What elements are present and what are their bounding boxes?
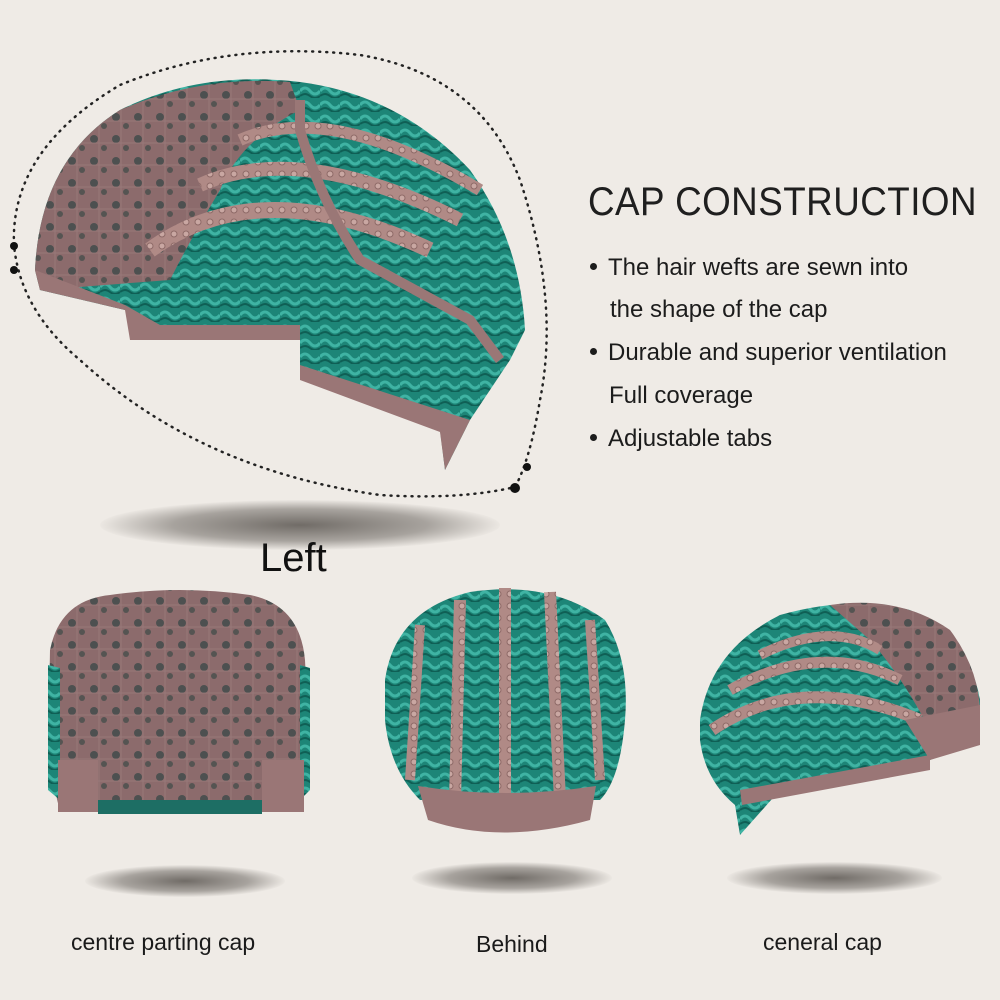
feature-item-3: Adjustable tabs — [590, 424, 772, 454]
feature-text: Durable and superior ventilation — [608, 339, 947, 366]
bullet-icon — [590, 348, 597, 356]
bullet-icon — [590, 434, 597, 442]
caption-behind: Behind — [476, 931, 548, 957]
behind-cap-shadow — [412, 862, 612, 894]
feature-text: The hair wefts are sewn into — [608, 254, 909, 281]
bullet-icon — [590, 263, 597, 271]
caption-general: ceneral cap — [763, 929, 882, 955]
view-label-left: Left — [260, 536, 327, 580]
centre-parting-cap-image — [48, 590, 310, 814]
feature-item-1: The hair wefts are sewn into — [590, 253, 908, 283]
general-cap-shadow — [727, 862, 942, 894]
caption-centre-parting: centre parting cap — [71, 929, 256, 955]
section-heading: CAP CONSTRUCTION — [588, 180, 978, 224]
feature-text: Full coverage — [609, 382, 754, 409]
feature-item-2-continued: Full coverage — [609, 381, 753, 411]
feature-item-1-continued: the shape of the cap — [610, 295, 828, 325]
general-cap-image — [700, 602, 980, 835]
behind-cap-image — [385, 588, 626, 833]
feature-text: the shape of the cap — [610, 296, 828, 323]
dotted-outline — [12, 50, 548, 498]
feature-item-2: Durable and superior ventilation — [590, 338, 947, 368]
feature-text: Adjustable tabs — [608, 425, 773, 452]
large-cap-image — [35, 79, 525, 470]
large-cap-shadow — [100, 500, 500, 550]
centre-cap-shadow — [85, 865, 285, 897]
